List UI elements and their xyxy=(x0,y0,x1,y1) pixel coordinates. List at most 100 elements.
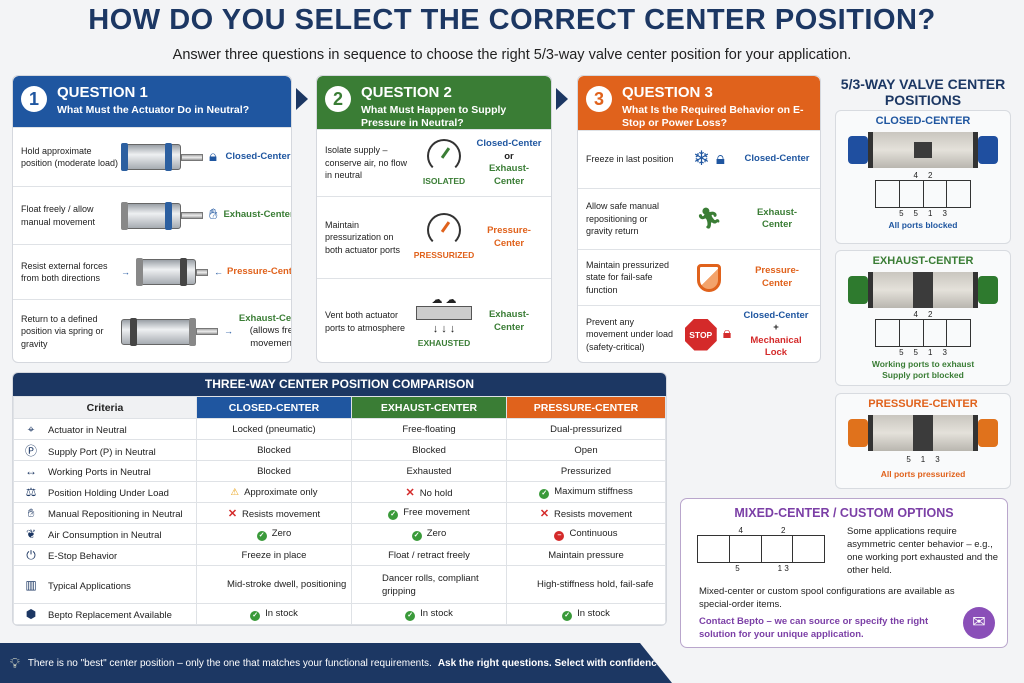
criteria-cell: ▥Typical Applications xyxy=(13,565,197,604)
exhaust-center-cell: ✕No hold xyxy=(351,481,507,503)
cell-value: Mid-stroke dwell, positioning xyxy=(227,579,347,590)
result-pressure-center: Pressure-Center xyxy=(755,265,799,289)
custom-description: Some applications require asymmetric cen… xyxy=(847,526,999,576)
closed-center-cell: Blocked xyxy=(196,439,352,461)
pressure-center-cell: Pressurized xyxy=(506,460,666,482)
exhaust-center-cell: ✓ Zero xyxy=(351,523,507,545)
criteria-cell: ↔ Working Ports in Neutral xyxy=(13,460,197,482)
criteria-label: Position Holding Under Load xyxy=(48,488,169,499)
hand-icon: ✋︎ xyxy=(27,505,35,520)
cell-value: Dual-pressurized xyxy=(550,423,622,435)
exhaust-center-cell: Blocked xyxy=(351,439,507,461)
question-subtitle: What Is the Required Behavior on E-Stop … xyxy=(622,104,804,129)
pressure-center-cell: ✓In stock xyxy=(506,603,666,625)
snowflake-icon: ❄ xyxy=(693,148,710,171)
arrow-left-icon: ← xyxy=(214,266,223,277)
result-closed-center: Closed-Center xyxy=(225,150,291,162)
double-arrow-icon: ↔ xyxy=(25,464,37,478)
criteria-cell: ⬢Bepto Replacement Available xyxy=(13,603,197,625)
result-note: (allows free movement) xyxy=(249,325,292,349)
pressure-center-cell: High-stiffness hold, fail-safe xyxy=(506,565,666,604)
criteria-cell: ❦ Air Consumption in Neutral xyxy=(13,523,197,545)
valve-positions-title: 5/3-WAY VALVE CENTER POSITIONS xyxy=(840,76,1006,108)
question-title: QUESTION 1 xyxy=(57,84,148,101)
question-title: QUESTION 2 xyxy=(361,84,452,101)
exhaust-center-cell: Dancer rolls, compliant gripping xyxy=(351,565,507,604)
option-row: Return to a defined position via spring … xyxy=(13,299,292,362)
closed-center-cell: Locked (pneumatic) xyxy=(196,418,352,440)
valve-name: CLOSED-CENTER xyxy=(875,115,971,127)
question-subtitle: What Must Happen to Supply Pressure in N… xyxy=(361,104,507,129)
exhaust-center-cell: Free-floating xyxy=(351,418,507,440)
valve-image xyxy=(848,272,998,308)
table-title: THREE-WAY CENTER POSITION COMPARISON xyxy=(13,373,666,396)
cell-value: Continuous xyxy=(569,527,618,539)
lock-icon: 🔒︎ xyxy=(715,149,725,169)
shield-icon xyxy=(697,263,721,292)
question-2-header: 2 QUESTION 2 What Must Happen to Supply … xyxy=(317,76,551,129)
option-text: Maintain pressurized state for fail-safe… xyxy=(586,259,670,295)
option-row: Maintain pressurized state for fail-safe… xyxy=(578,249,820,305)
question-1-card: 1 QUESTION 1 What Must the Actuator Do i… xyxy=(12,75,292,363)
exhaust-manifold-icon: ☁ ☁↓ ↓ ↓ xyxy=(416,294,472,335)
custom-options-title: MIXED-CENTER / CUSTOM OPTIONS xyxy=(734,506,954,520)
cell-value: In stock xyxy=(420,607,453,619)
option-row: Freeze in last position ❄🔒︎ Closed-Cente… xyxy=(578,130,820,188)
result-or: or xyxy=(504,150,514,162)
option-row: Allow safe manual repositioning or gravi… xyxy=(578,188,820,249)
leaf-icon: ❦ xyxy=(25,527,37,541)
pressure-center-cell: –Continuous xyxy=(506,523,666,545)
criteria-cell: ⏻E-Stop Behavior xyxy=(13,544,197,566)
pressure-center-cell: ✓Maximum stiffness xyxy=(506,481,666,503)
gauge-label: PRESSURIZED xyxy=(413,250,475,261)
arrow-next-icon xyxy=(296,88,308,110)
criteria-cell: ✋︎Manual Repositioning in Neutral xyxy=(13,502,197,524)
closed-center-cell: Blocked xyxy=(196,460,352,482)
criteria-label: Air Consumption in Neutral xyxy=(48,530,162,541)
step-number: 3 xyxy=(586,86,612,112)
cell-value: Blocked xyxy=(257,444,291,456)
cell-value: Zero xyxy=(426,527,447,539)
pressure-center-cell: ✕Resists movement xyxy=(506,502,666,524)
result-pressure-center: Pressure-Center xyxy=(227,265,292,277)
closed-center-cell: Mid-stroke dwell, positioning xyxy=(196,565,352,604)
exhaust-center-cell: ✓In stock xyxy=(351,603,507,625)
envelope-icon[interactable]: ✉ xyxy=(963,607,995,639)
check-icon: ✓ xyxy=(388,509,399,520)
cell-value: Maintain pressure xyxy=(548,549,624,561)
cross-icon: ✕ xyxy=(227,507,238,520)
option-text: Prevent any movement under load (safety-… xyxy=(586,316,674,352)
header-criteria: Criteria xyxy=(13,396,197,419)
cell-value: Open xyxy=(574,444,598,456)
valve-symbol xyxy=(875,180,971,208)
option-row: Prevent any movement under load (safety-… xyxy=(578,305,820,362)
option-row: Isolate supply – conserve air, no flow i… xyxy=(317,129,551,196)
contact-bepto-link[interactable]: Contact Bepto – we can source or specify… xyxy=(699,616,929,640)
valve-note: All ports pressurized xyxy=(880,469,966,479)
result-pressure-center: Pressure-Center xyxy=(487,225,531,249)
check-icon: ✓ xyxy=(411,530,422,541)
result-exhaust-center: Exhaust-Center xyxy=(488,163,530,187)
exhaust-center-cell: ✓Free movement xyxy=(351,502,507,524)
page-subtitle: Answer three questions in sequence to ch… xyxy=(172,47,852,63)
hand-icon: ✋︎ xyxy=(209,206,218,224)
criteria-label: Actuator in Neutral xyxy=(48,424,127,436)
result-closed-center: Closed-Center xyxy=(744,153,810,165)
step-number: 1 xyxy=(21,86,47,112)
question-3-header: 3 QUESTION 3 What Is the Required Behavi… xyxy=(578,76,820,130)
cell-value: Approximate only xyxy=(244,486,318,498)
criteria-label: Working Ports in Neutral xyxy=(48,467,151,478)
stop-icon: – xyxy=(554,530,565,541)
warning-icon: ⚠ xyxy=(230,486,240,498)
valve-name: PRESSURE-CENTER xyxy=(868,398,978,410)
cell-value: Maximum stiffness xyxy=(554,485,633,497)
